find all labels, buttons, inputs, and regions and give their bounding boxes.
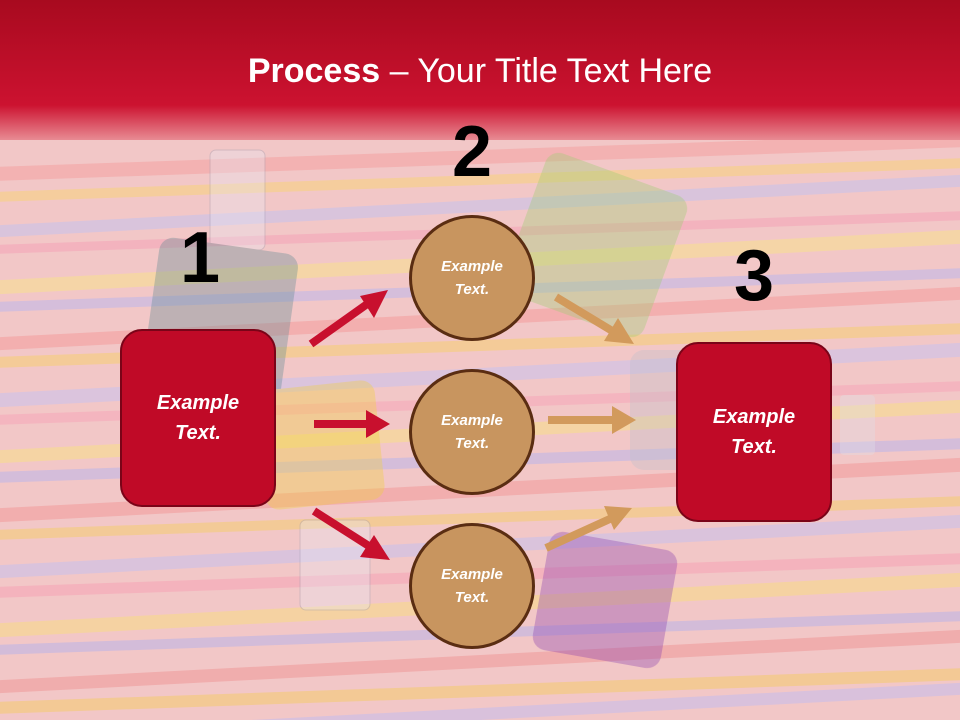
process-circle-top[interactable]: Example Text. (409, 215, 535, 341)
circle-bottom-text: Example Text. (441, 566, 503, 606)
circle-middle-text: Example Text. (441, 412, 503, 452)
circle-top-text: Example Text. (441, 258, 503, 298)
arrow-middle-to-right (548, 406, 636, 434)
step-number-1: 1 (179, 218, 221, 298)
process-circle-bottom[interactable]: Example Text. (409, 523, 535, 649)
title-bold: Process (247, 52, 381, 90)
step-number-2: 2 (451, 112, 493, 192)
arrow-left-to-bottom (311, 507, 390, 560)
left-box-text: Example Text. (156, 392, 240, 444)
left-process-box[interactable]: Example Text. (120, 329, 276, 507)
process-circle-middle[interactable]: Example Text. (409, 369, 535, 495)
arrow-top-to-right (553, 293, 634, 344)
right-box-text: Example Text. (712, 406, 796, 458)
title-rest: – Your Title Text Here (380, 52, 713, 90)
arrow-bottom-to-right (544, 506, 632, 552)
step-number-3: 3 (733, 236, 775, 316)
right-process-box[interactable]: Example Text. (676, 342, 832, 522)
arrow-left-to-top (308, 290, 388, 348)
arrow-left-to-middle (314, 410, 390, 438)
slide-title: Process – Your Title Text Here (0, 52, 960, 91)
